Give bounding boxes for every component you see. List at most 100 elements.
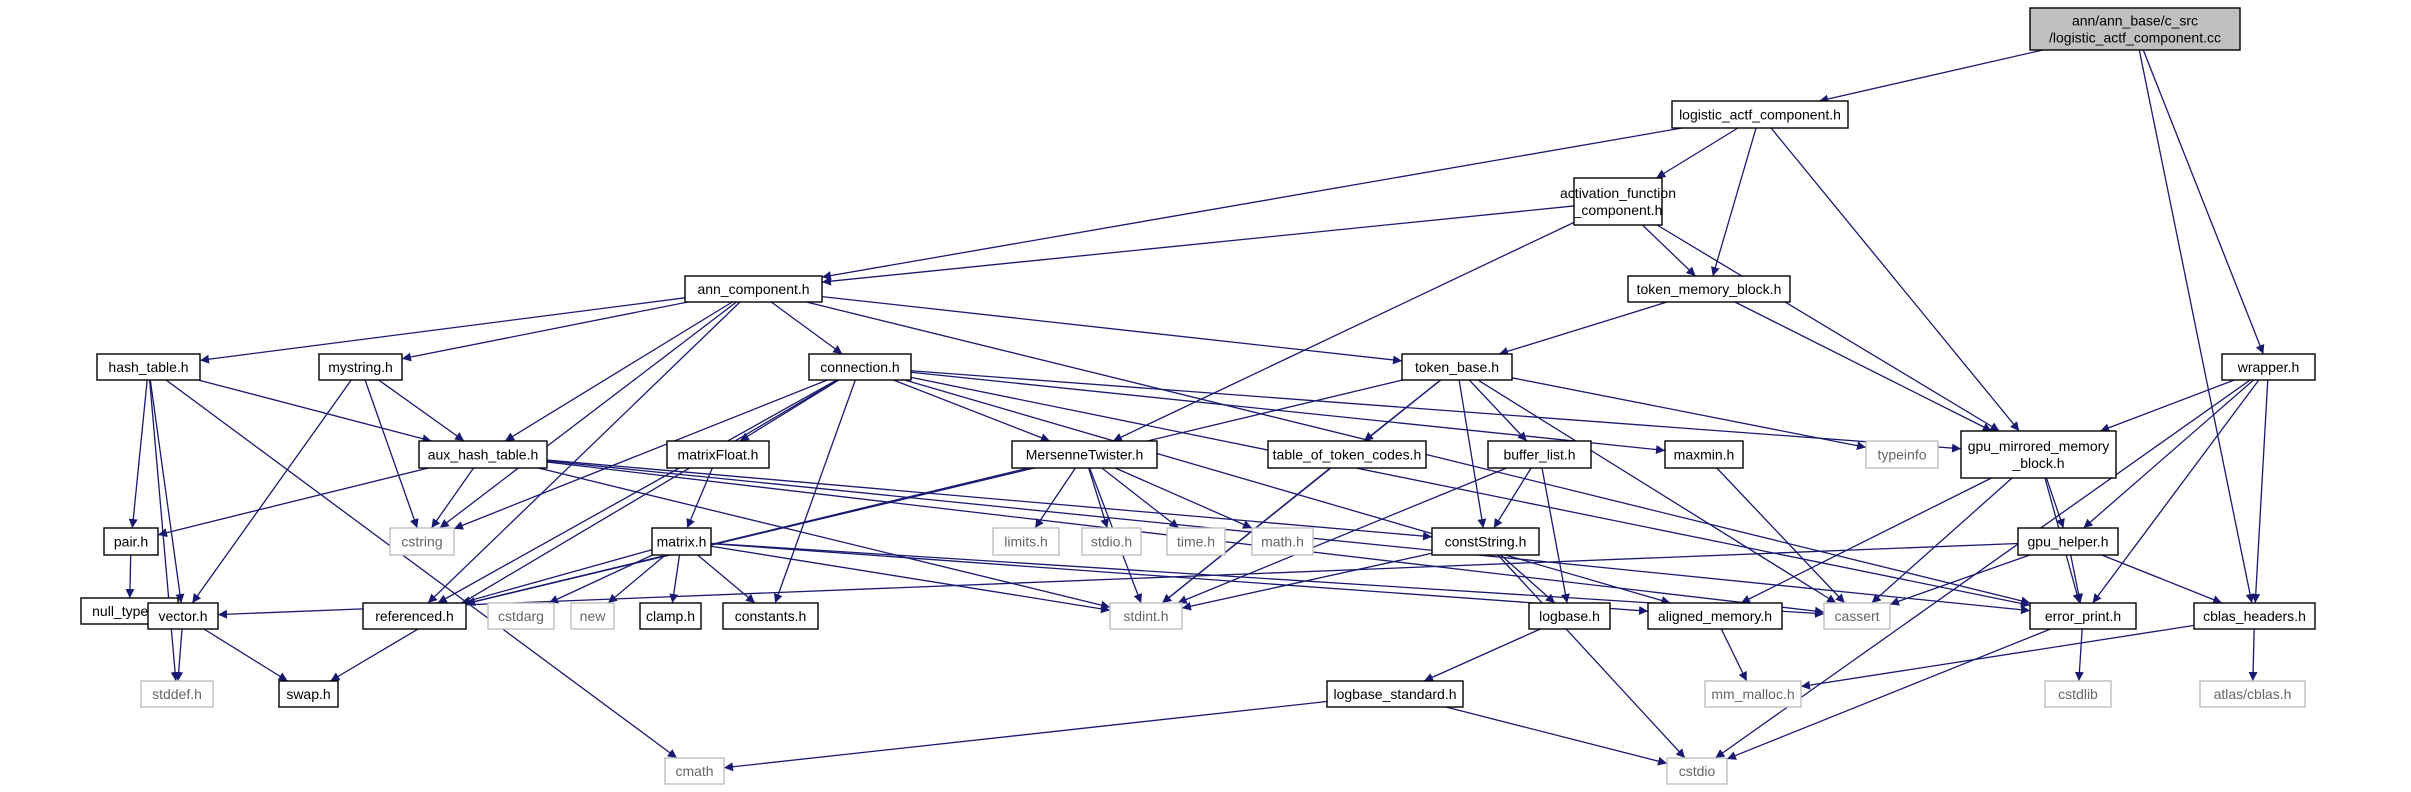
node-token_memory_block_h[interactable]: token_memory_block.h: [1627, 275, 1791, 303]
edge-activation_function_component_h-to-MersenneTwister_h: [1112, 221, 1575, 442]
node-box: [722, 602, 819, 630]
edge-constString_h-to-cstdio: [1497, 554, 1686, 759]
edge-cblas_headers_h-to-mm_malloc_h: [1800, 624, 2195, 690]
node-box: [639, 602, 702, 630]
node-box: [1081, 527, 1142, 556]
node-label: token_memory_block.h: [1637, 281, 1782, 297]
node-label: _component.h: [1573, 202, 1663, 218]
node-box: [1671, 100, 1849, 129]
node-connection_h[interactable]: connection.h: [808, 353, 912, 381]
node-limits_h: limits.h: [992, 527, 1060, 556]
edge-aux_hash_table_h-to-pair_h: [157, 467, 429, 538]
node-label: matrixFloat.h: [678, 447, 759, 463]
node-label: time.h: [1177, 534, 1215, 550]
node-logistic_actf_component_h[interactable]: logistic_actf_component.h: [1671, 100, 1849, 129]
edge-buffer_list_h-to-logbase_h: [1541, 467, 1570, 604]
edge-MersenneTwister_h-to-stdio_h: [1088, 467, 1109, 529]
node-label: math.h: [1261, 534, 1304, 550]
node-label: buffer_list.h: [1503, 447, 1575, 463]
edge-buffer_list_h-to-constString_h: [1493, 467, 1532, 529]
node-box: [103, 527, 159, 556]
edge-ann_component_h-to-hash_table_h: [199, 297, 686, 364]
node-pair_h[interactable]: pair.h: [103, 527, 159, 556]
node-aligned_memory_h[interactable]: aligned_memory.h: [1647, 602, 1783, 630]
node-new: new: [570, 602, 615, 630]
node-stddef_h: stddef.h: [140, 680, 214, 708]
node-label: aux_hash_table.h: [428, 447, 539, 463]
edge-hash_table_h-to-vector_h: [149, 379, 185, 604]
node-cblas_headers_h[interactable]: cblas_headers.h: [2193, 602, 2316, 630]
edge-token_base_h-to-constString_h: [1458, 379, 1487, 529]
node-box: [362, 602, 467, 630]
node-logbase_h[interactable]: logbase.h: [1528, 602, 1611, 630]
node-box: [96, 353, 201, 381]
node-label: MersenneTwister.h: [1026, 447, 1144, 463]
node-label: activation_function: [1560, 185, 1676, 201]
file-nodes: ann/ann_base/c_src/logistic_actf_compone…: [80, 7, 2316, 785]
edge-vector_h-to-swap_h: [203, 628, 288, 682]
node-logbase_standard_h[interactable]: logbase_standard.h: [1326, 680, 1464, 708]
edge-connection_h-to-constants_h: [773, 379, 856, 604]
edge-wrapper_h-to-cblas_headers_h: [2251, 379, 2269, 604]
edge-logistic_actf_component_h-to-ann_component_h: [821, 127, 1683, 281]
node-matrix_h[interactable]: matrix.h: [651, 527, 712, 556]
node-buffer_list_h[interactable]: buffer_list.h: [1487, 440, 1592, 469]
edge-activation_function_component_h-to-token_memory_block_h: [1641, 224, 1696, 277]
edge-logbase_h-to-logbase_standard_h: [1423, 628, 1541, 682]
node-vector_h[interactable]: vector.h: [147, 602, 219, 630]
node-label: hash_table.h: [108, 359, 188, 375]
node-constants_h[interactable]: constants.h: [722, 602, 819, 630]
node-atlas_cblas_h: atlas/cblas.h: [2199, 680, 2306, 708]
node-stdio_h: stdio.h: [1081, 527, 1142, 556]
edge-matrix_h-to-new: [607, 554, 666, 604]
edge-aux_hash_table_h-to-cstring: [430, 467, 475, 529]
node-hash_table_h[interactable]: hash_table.h: [96, 353, 201, 381]
node-box: [1865, 440, 1939, 469]
node-gpu_mirrored_memory_block_h[interactable]: gpu_mirrored_memory_block.h: [1960, 430, 2117, 479]
node-MersenneTwister_h[interactable]: MersenneTwister.h: [1011, 440, 1158, 469]
node-constString_h[interactable]: constString.h: [1431, 527, 1540, 556]
edge-cblas_headers_h-to-atlas_cblas_h: [2248, 628, 2258, 682]
node-gpu_helper_h[interactable]: gpu_helper.h: [2017, 527, 2119, 556]
node-matrixFloat_h[interactable]: matrixFloat.h: [666, 440, 770, 469]
node-ann_component_h[interactable]: ann_component.h: [684, 275, 823, 303]
edge-wrapper_h-to-gpu_helper_h: [2083, 379, 2254, 529]
edge-logistic_actf_component_h-to-activation_function_component_h: [1656, 127, 1739, 179]
edge-ann_component_h-to-mystring_h: [401, 301, 689, 362]
node-math_h: math.h: [1251, 527, 1314, 556]
node-root[interactable]: ann/ann_base/c_src/logistic_actf_compone…: [2029, 7, 2241, 51]
edge-token_base_h-to-cassert: [1477, 379, 1837, 604]
edge-matrixFloat_h-to-matrix_h: [686, 467, 713, 529]
node-maxmin_h[interactable]: maxmin.h: [1664, 440, 1744, 469]
edge-ann_component_h-to-cstring: [439, 301, 737, 529]
node-label: wrapper.h: [2237, 359, 2299, 375]
edge-root-to-wrapper_h: [2142, 49, 2265, 355]
node-box: [418, 440, 548, 469]
node-table_of_token_codes_h[interactable]: table_of_token_codes.h: [1267, 440, 1427, 469]
node-referenced_h[interactable]: referenced.h: [362, 602, 467, 630]
edge-maxmin_h-to-cassert: [1716, 467, 1846, 604]
edge-constString_h-to-stdint_h: [1181, 552, 1433, 611]
edge-error_print_h-to-cstdlib: [2074, 628, 2084, 682]
node-error_print_h[interactable]: error_print.h: [2029, 602, 2137, 630]
edge-aux_hash_table_h-to-stdint_h: [538, 467, 1111, 610]
node-box: [1647, 602, 1783, 630]
node-label: error_print.h: [2045, 608, 2121, 624]
node-token_base_h[interactable]: token_base.h: [1401, 353, 1513, 381]
node-wrapper_h[interactable]: wrapper.h: [2221, 353, 2316, 381]
node-cstdarg: cstdarg: [487, 602, 555, 630]
node-aux_hash_table_h[interactable]: aux_hash_table.h: [418, 440, 548, 469]
node-activation_function_component_h[interactable]: activation_function_component.h: [1560, 177, 1676, 226]
node-clamp_h[interactable]: clamp.h: [639, 602, 702, 630]
edge-matrix_h-to-cstdarg: [548, 554, 653, 604]
node-label: constants.h: [735, 608, 807, 624]
node-label: new: [580, 608, 607, 624]
edge-wrapper_h-to-gpu_mirrored_memory_block_h: [2100, 379, 2235, 433]
edge-connection_h-to-aligned_memory_h: [904, 379, 1671, 605]
edge-vector_h-to-stddef_h: [174, 628, 184, 682]
edge-wrapper_h-to-cstdio: [1715, 379, 2251, 759]
edge-connection_h-to-error_print_h: [910, 376, 2031, 608]
node-label: cassert: [1834, 608, 1879, 624]
node-swap_h[interactable]: swap.h: [278, 680, 339, 708]
node-mystring_h[interactable]: mystring.h: [318, 353, 403, 381]
